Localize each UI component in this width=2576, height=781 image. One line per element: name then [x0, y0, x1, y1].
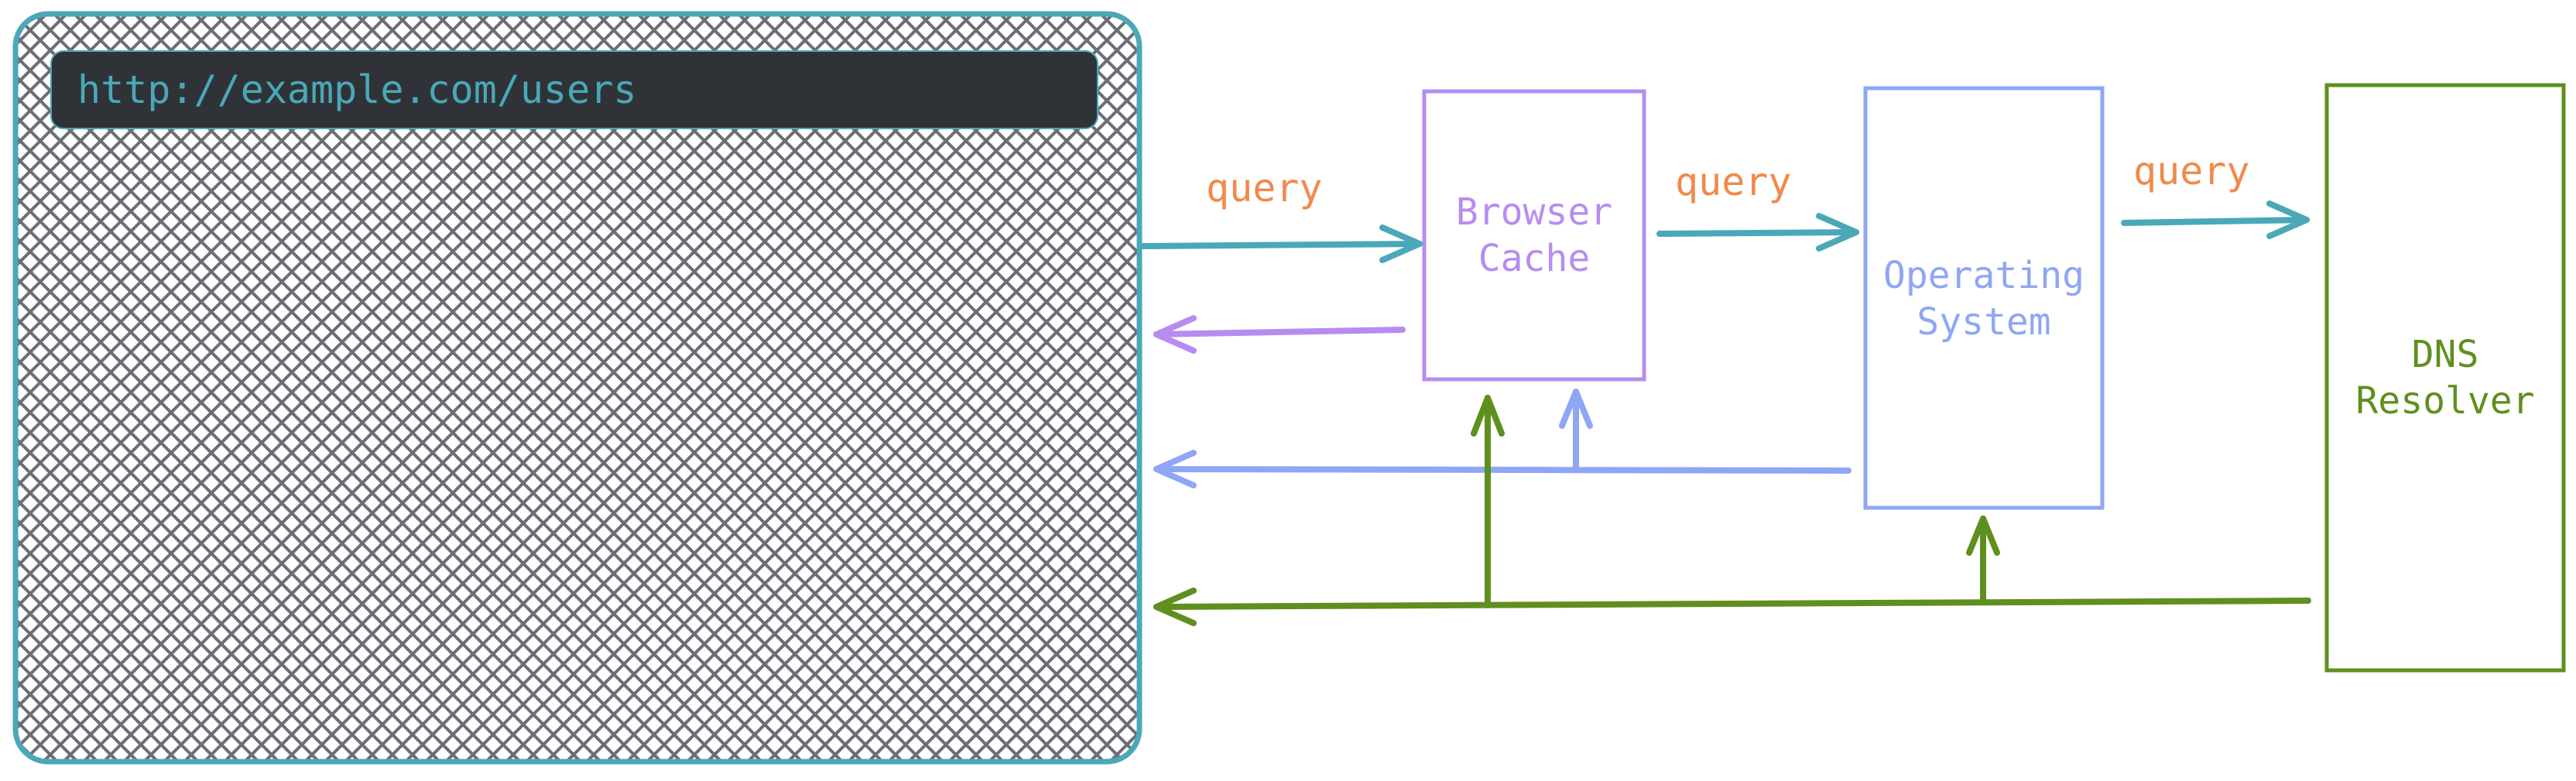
operating-system-label-line1: Operating — [1883, 254, 2084, 297]
browser-border — [12, 11, 1142, 765]
query-arrow-cache-to-os — [1656, 213, 1859, 252]
url-bar[interactable] — [50, 50, 1098, 129]
query-label-2: query — [1675, 159, 1792, 204]
query-arrow-os-to-dns — [2121, 200, 2310, 239]
browser-window: http://example.com/users — [12, 11, 1142, 765]
response-arrow-os-to-browser — [1153, 450, 1852, 488]
response-arrow-dns-to-browser — [1153, 587, 2311, 626]
dns-resolver-label-line1: DNS — [2412, 333, 2479, 376]
response-arrow-cache-to-browser — [1153, 315, 1406, 354]
browser-cache-label-line1: Browser — [1456, 190, 1612, 234]
response-arrow-dns-to-os — [1966, 516, 2000, 605]
browser-hatch-fill — [15, 14, 1139, 762]
url-text: http://example.com/users — [77, 67, 636, 112]
query-label-1: query — [1206, 166, 1323, 211]
browser-cache-box — [1422, 89, 1646, 382]
dns-resolver-node: DNS Resolver — [2324, 83, 2566, 673]
browser-cache-label-line2: Cache — [1478, 237, 1591, 280]
operating-system-box — [1863, 86, 2105, 510]
dns-resolver-box — [2324, 83, 2566, 673]
operating-system-label-line2: System — [1917, 300, 2050, 344]
browser-cache-node: Browser Cache — [1422, 89, 1646, 382]
response-arrow-dns-to-cache — [1471, 395, 1505, 608]
response-arrow-os-to-cache — [1559, 389, 1593, 471]
dns-resolver-label-line2: Resolver — [2355, 379, 2534, 423]
query-label-3: query — [2133, 149, 2250, 194]
query-arrow-browser-to-cache — [1139, 224, 1423, 263]
operating-system-node: Operating System — [1863, 86, 2105, 510]
